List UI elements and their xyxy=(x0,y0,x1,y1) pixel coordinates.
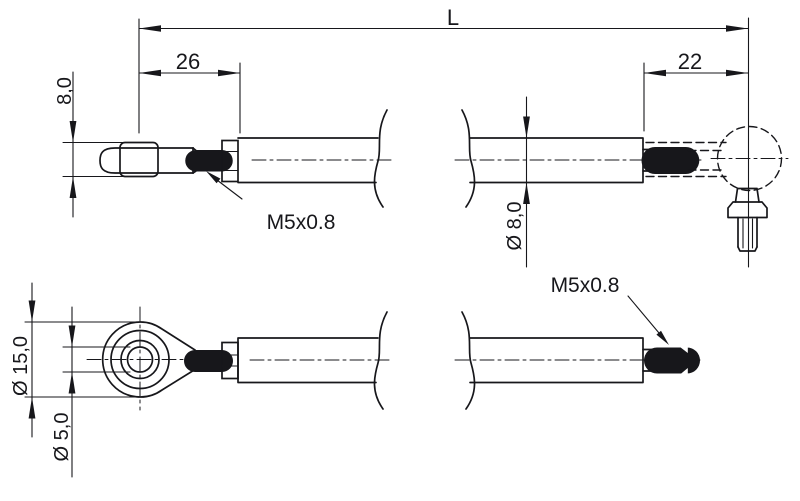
dim-right-segment-22: 22 xyxy=(643,49,749,132)
dim-rod-diameter-8: Ø 8,0 xyxy=(504,96,530,268)
dim-left-segment-26: 26 xyxy=(138,49,241,134)
dim-label-left-segment: 26 xyxy=(176,49,200,74)
view-ball-joint-rod-end xyxy=(454,17,789,268)
break-line xyxy=(373,311,388,410)
label-thread-spec-left: M5x0.8 xyxy=(206,171,335,234)
dim-label-rod-diameter: Ø 8,0 xyxy=(504,202,526,251)
dim-label-overall-length: L xyxy=(447,5,459,30)
break-line xyxy=(461,109,476,208)
dim-eye-bore-diameter-5: Ø 5,0 xyxy=(51,306,131,478)
dim-label-eye-bore: Ø 5,0 xyxy=(51,413,73,462)
break-line xyxy=(373,109,388,208)
jam-nut-top-left xyxy=(221,139,239,183)
dim-label-clevis-width: 8,0 xyxy=(54,77,76,105)
label-thread-spec-right: M5x0.8 xyxy=(551,274,669,345)
dim-eye-outer-diameter-15: Ø 15,0 xyxy=(10,282,137,438)
view-clevis-rod-end xyxy=(99,109,393,208)
dim-overall-length: L xyxy=(138,5,749,134)
view-eye-rod-end xyxy=(86,306,394,411)
dim-clevis-width-8: 8,0 xyxy=(54,71,135,218)
thread-spec-left-text: M5x0.8 xyxy=(267,211,336,234)
ball-stud xyxy=(727,187,768,252)
break-line xyxy=(461,311,476,410)
eye-outer-profile xyxy=(101,321,196,398)
dim-label-right-segment: 22 xyxy=(678,49,702,74)
dim-label-eye-outer: Ø 15,0 xyxy=(10,336,32,396)
thread-spec-right-text: M5x0.8 xyxy=(551,274,620,297)
view-threaded-rod-end xyxy=(454,311,701,410)
eye-bore xyxy=(126,346,154,373)
